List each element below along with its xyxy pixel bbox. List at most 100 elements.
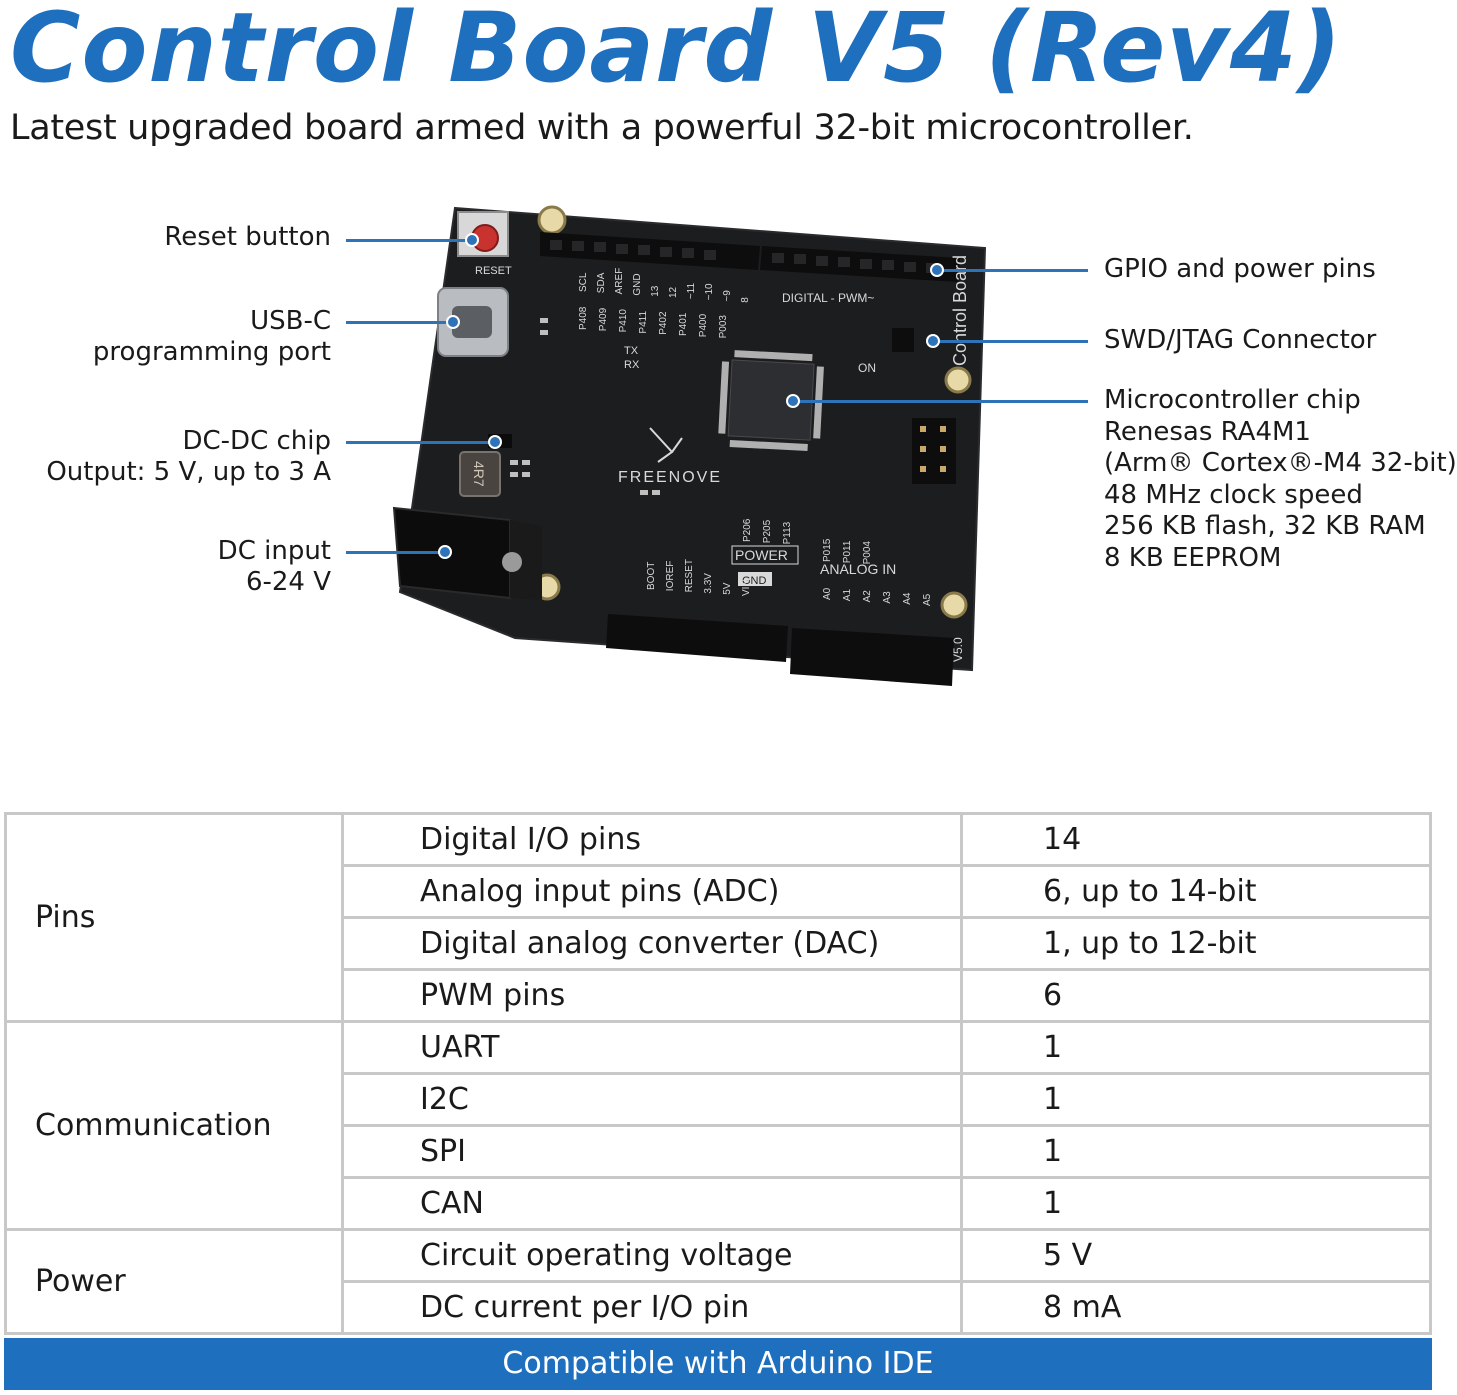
feature-cell: SPI — [341, 1124, 963, 1179]
callout-microcontroller: Microcontroller chip Renesas RA4M1 (Arm®… — [1104, 385, 1457, 574]
value-cell: 6 — [960, 968, 1432, 1023]
callout-dot — [465, 233, 479, 247]
power-pin-name-3: 3.3V — [703, 573, 714, 594]
value-cell: 5 V — [960, 1228, 1432, 1283]
top-pin-code-5: P401 — [678, 312, 689, 336]
analog-pin-name-1: A1 — [842, 589, 853, 602]
callout-leader — [798, 400, 1088, 403]
feature-cell: Digital I/O pins — [341, 812, 963, 867]
top-pin-name-7: ~10 — [704, 283, 715, 300]
top-pin-name-8: ~9 — [722, 290, 733, 302]
value-cell: 14 — [960, 812, 1432, 867]
analog-silk: ANALOG IN — [820, 561, 896, 577]
top-pin-code-4: P402 — [658, 311, 669, 335]
icsp-pins — [920, 426, 946, 472]
value-cell: 1 — [960, 1124, 1432, 1179]
callout-line-text: SWD/JTAG Connector — [1104, 325, 1377, 355]
callout-line-text: Reset button — [164, 222, 331, 252]
value-cell: 1 — [960, 1072, 1432, 1127]
usb-c-opening — [452, 306, 492, 338]
top-pin-name-1: SDA — [596, 272, 607, 293]
compatibility-banner: Compatible with Arduino IDE — [4, 1338, 1432, 1390]
top-pin-code-1: P409 — [598, 307, 609, 331]
mount-hole — [944, 366, 972, 394]
callout-dot — [438, 545, 452, 559]
on-silk: ON — [858, 361, 876, 375]
top-pin-name-3: GND — [632, 273, 643, 295]
callout-line-text: Output: 5 V, up to 3 A — [46, 457, 331, 487]
power-silk-box — [731, 545, 799, 565]
brand-logo-mark — [649, 427, 683, 463]
dc-barrel-jack-front — [510, 520, 542, 600]
gnd-silk: GND — [742, 575, 767, 587]
table-row: PWM pins 6 — [6, 968, 1432, 1023]
brand-logo-text: FREENOVE — [618, 469, 722, 486]
feature-cell: Analog input pins (ADC) — [341, 864, 963, 919]
control-board-image: RESET 4R7 — [392, 205, 987, 686]
callout-leader — [346, 551, 442, 554]
board-silk-title: Control Board — [950, 255, 970, 366]
callout-leader — [942, 269, 1088, 272]
feature-cell: Digital analog converter (DAC) — [341, 916, 963, 971]
callout-usb-c: USB-C programming port — [93, 306, 331, 368]
dc-jack-pin — [502, 552, 522, 572]
top-pin-code-3: P411 — [638, 311, 649, 334]
analog-pin-code-1: P011 — [842, 540, 853, 563]
top-pin-name-9: 8 — [740, 297, 751, 303]
analog-pin-name-5: A5 — [922, 593, 933, 606]
callout-leader — [938, 340, 1088, 343]
value-cell: 1, up to 12-bit — [960, 916, 1432, 971]
top-pin-code-2: P410 — [618, 309, 629, 333]
top-pin-name-5: 12 — [668, 286, 679, 298]
swd-connector — [892, 328, 914, 352]
analog-pin-name-4: A4 — [902, 592, 913, 605]
category-cell: Communication — [4, 1020, 344, 1231]
power-pin-name-1: IOREF — [665, 561, 676, 592]
value-cell: 8 mA — [960, 1280, 1432, 1335]
feature-cell: UART — [341, 1020, 963, 1075]
power-pin-name-5: VIN — [741, 579, 752, 596]
callout-line-text: DC input — [217, 536, 331, 566]
callout-line-text: Microcontroller chip — [1104, 385, 1361, 415]
analog-pin-name-0: A0 — [822, 587, 833, 600]
table-row: SPI 1 — [6, 1124, 1432, 1179]
bottom-header-left — [606, 614, 788, 662]
feature-cell: Circuit operating voltage — [341, 1228, 963, 1283]
callout-line-text: 8 KB EEPROM — [1104, 542, 1282, 573]
table-row: DC current per I/O pin 8 mA — [6, 1280, 1432, 1335]
category-cell: Pins — [4, 812, 344, 1023]
top-pin-code-6: P400 — [698, 313, 709, 337]
analog-pin-code-2: P004 — [862, 541, 873, 565]
power-pin-name-0: BOOT — [646, 562, 657, 590]
top-pin-name-6: ~11 — [686, 283, 697, 300]
callout-line-text: (Arm® Cortex®-M4 32-bit) — [1104, 448, 1457, 478]
value-cell: 1 — [960, 1020, 1432, 1075]
table-row: Communication UART 1 — [4, 1020, 1432, 1231]
callout-gpio-pins: GPIO and power pins — [1104, 254, 1376, 286]
callout-dot — [926, 334, 940, 348]
table-row: Pins Digital I/O pins 14 — [4, 812, 1432, 1023]
gnd-silk-box — [738, 572, 772, 586]
digital-silk: DIGITAL - PWM~ — [782, 291, 874, 305]
bottom-header-right — [790, 628, 954, 686]
power-pin-code-1: P205 — [762, 519, 773, 543]
power-pin-code-2: P113 — [782, 521, 793, 544]
callout-swd-jtag: SWD/JTAG Connector — [1104, 325, 1376, 357]
value-cell: 1 — [960, 1176, 1432, 1231]
top-pin-code-0: P408 — [578, 306, 589, 330]
callout-dot — [930, 263, 944, 277]
power-pin-code-0: P206 — [742, 518, 753, 542]
board-illustration: RESET 4R7 — [360, 190, 1020, 710]
callout-dc-dc-chip: DC-DC chip Output: 5 V, up to 3 A — [46, 426, 331, 488]
callout-line-text: USB-C — [250, 306, 331, 336]
category-cell: Power — [4, 1228, 344, 1335]
value-cell: 6, up to 14-bit — [960, 864, 1432, 919]
callout-line-text: 6-24 V — [245, 567, 331, 597]
callout-reset-button: Reset button — [164, 222, 331, 253]
tx-silk: TX — [624, 345, 639, 357]
power-pin-name-4: 5V — [722, 582, 733, 595]
callout-dc-input: DC input 6-24 V — [218, 536, 331, 598]
page-title: Control Board V5 (Rev4) — [10, 0, 1343, 104]
